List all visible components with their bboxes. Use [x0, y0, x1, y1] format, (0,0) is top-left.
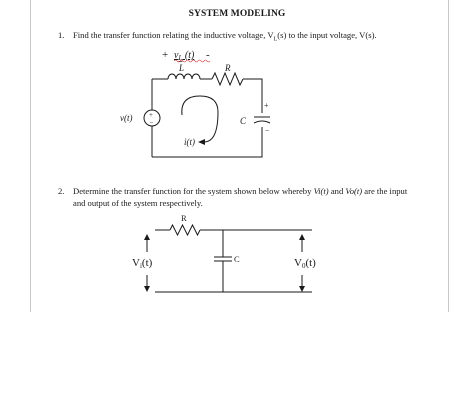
- capacitor2-label: C: [234, 254, 240, 264]
- capacitor-label: C: [240, 116, 247, 126]
- source-plus-sign: +: [149, 111, 153, 119]
- capacitor-minus-sign: −: [265, 126, 270, 135]
- question-2-vi: Vi(t): [313, 186, 329, 196]
- vl-spellcheck-underline: [173, 59, 211, 63]
- vl-label: vL (t): [174, 50, 195, 62]
- vin-label-v: V: [132, 257, 140, 269]
- question-2-line1-a: Determine the transfer function for the …: [73, 186, 314, 196]
- inductor-label: L: [178, 63, 184, 73]
- vout-label-sub: 0: [302, 262, 306, 270]
- source-label: v(t): [120, 113, 133, 123]
- page-border-left: [30, 0, 31, 312]
- question-2-and: and: [328, 186, 346, 196]
- vl-label-sub: L: [177, 54, 182, 62]
- vin-label-sub: i: [140, 262, 142, 270]
- current-arrow-head: [198, 139, 205, 145]
- vout-label-v: V: [294, 257, 302, 269]
- vl-minus-sign: -: [206, 49, 210, 61]
- vout-label: V0(t): [294, 257, 316, 270]
- current-arrow-arc: [181, 95, 219, 116]
- capacitor-plus-sign: +: [264, 101, 269, 110]
- resistor-label: R: [224, 63, 231, 73]
- question-1-text-b: (s) to the input voltage, V(s).: [277, 30, 377, 40]
- vout-arrow-down-head: [299, 286, 305, 292]
- vl-plus-sign: +: [162, 49, 168, 61]
- question-2-number: 2.: [58, 186, 65, 196]
- vin-label: Vi(t): [132, 257, 153, 270]
- capacitor-bottom-plate: [253, 120, 271, 124]
- question-2-line2: and output of the system respectively.: [73, 198, 203, 208]
- vin-arrow-up-head: [144, 234, 150, 240]
- question-1-text-sub: L: [273, 36, 278, 43]
- document-title: SYSTEM MODELING: [188, 9, 286, 19]
- current-label: i(t): [184, 137, 195, 147]
- vout-label-arg: (t): [305, 257, 316, 269]
- question-2-text: Determine the transfer function for the …: [73, 185, 443, 209]
- vl-label-arg: (t): [182, 50, 195, 61]
- question-2-line1-b: are the input: [362, 186, 408, 196]
- voltage-source-circle: [143, 109, 161, 127]
- series-rlc-circuit: + vL (t) - L R C + − v(t) + − i(t): [120, 49, 271, 158]
- vin-label-arg: (t): [142, 257, 153, 269]
- page-border-right: [448, 0, 449, 312]
- question-1-text: Find the transfer function relating the …: [73, 29, 377, 46]
- resistor2-zigzag: [169, 223, 201, 237]
- wire-top-right: [243, 78, 263, 113]
- question-2-vo: Vo(t): [345, 186, 363, 196]
- vin-arrow-down-head: [144, 286, 150, 292]
- inductor-coil: [167, 73, 201, 80]
- source-minus-sign: −: [150, 119, 154, 127]
- resistor2-label: R: [181, 213, 187, 223]
- question-1-text-a: Find the transfer function relating the …: [73, 30, 274, 40]
- vl-label-v: v: [174, 50, 179, 61]
- vout-arrow-up-head: [299, 234, 305, 240]
- resistor-zigzag: [211, 71, 244, 87]
- question-1-number: 1.: [58, 30, 65, 40]
- wire-right-lower: [152, 127, 263, 158]
